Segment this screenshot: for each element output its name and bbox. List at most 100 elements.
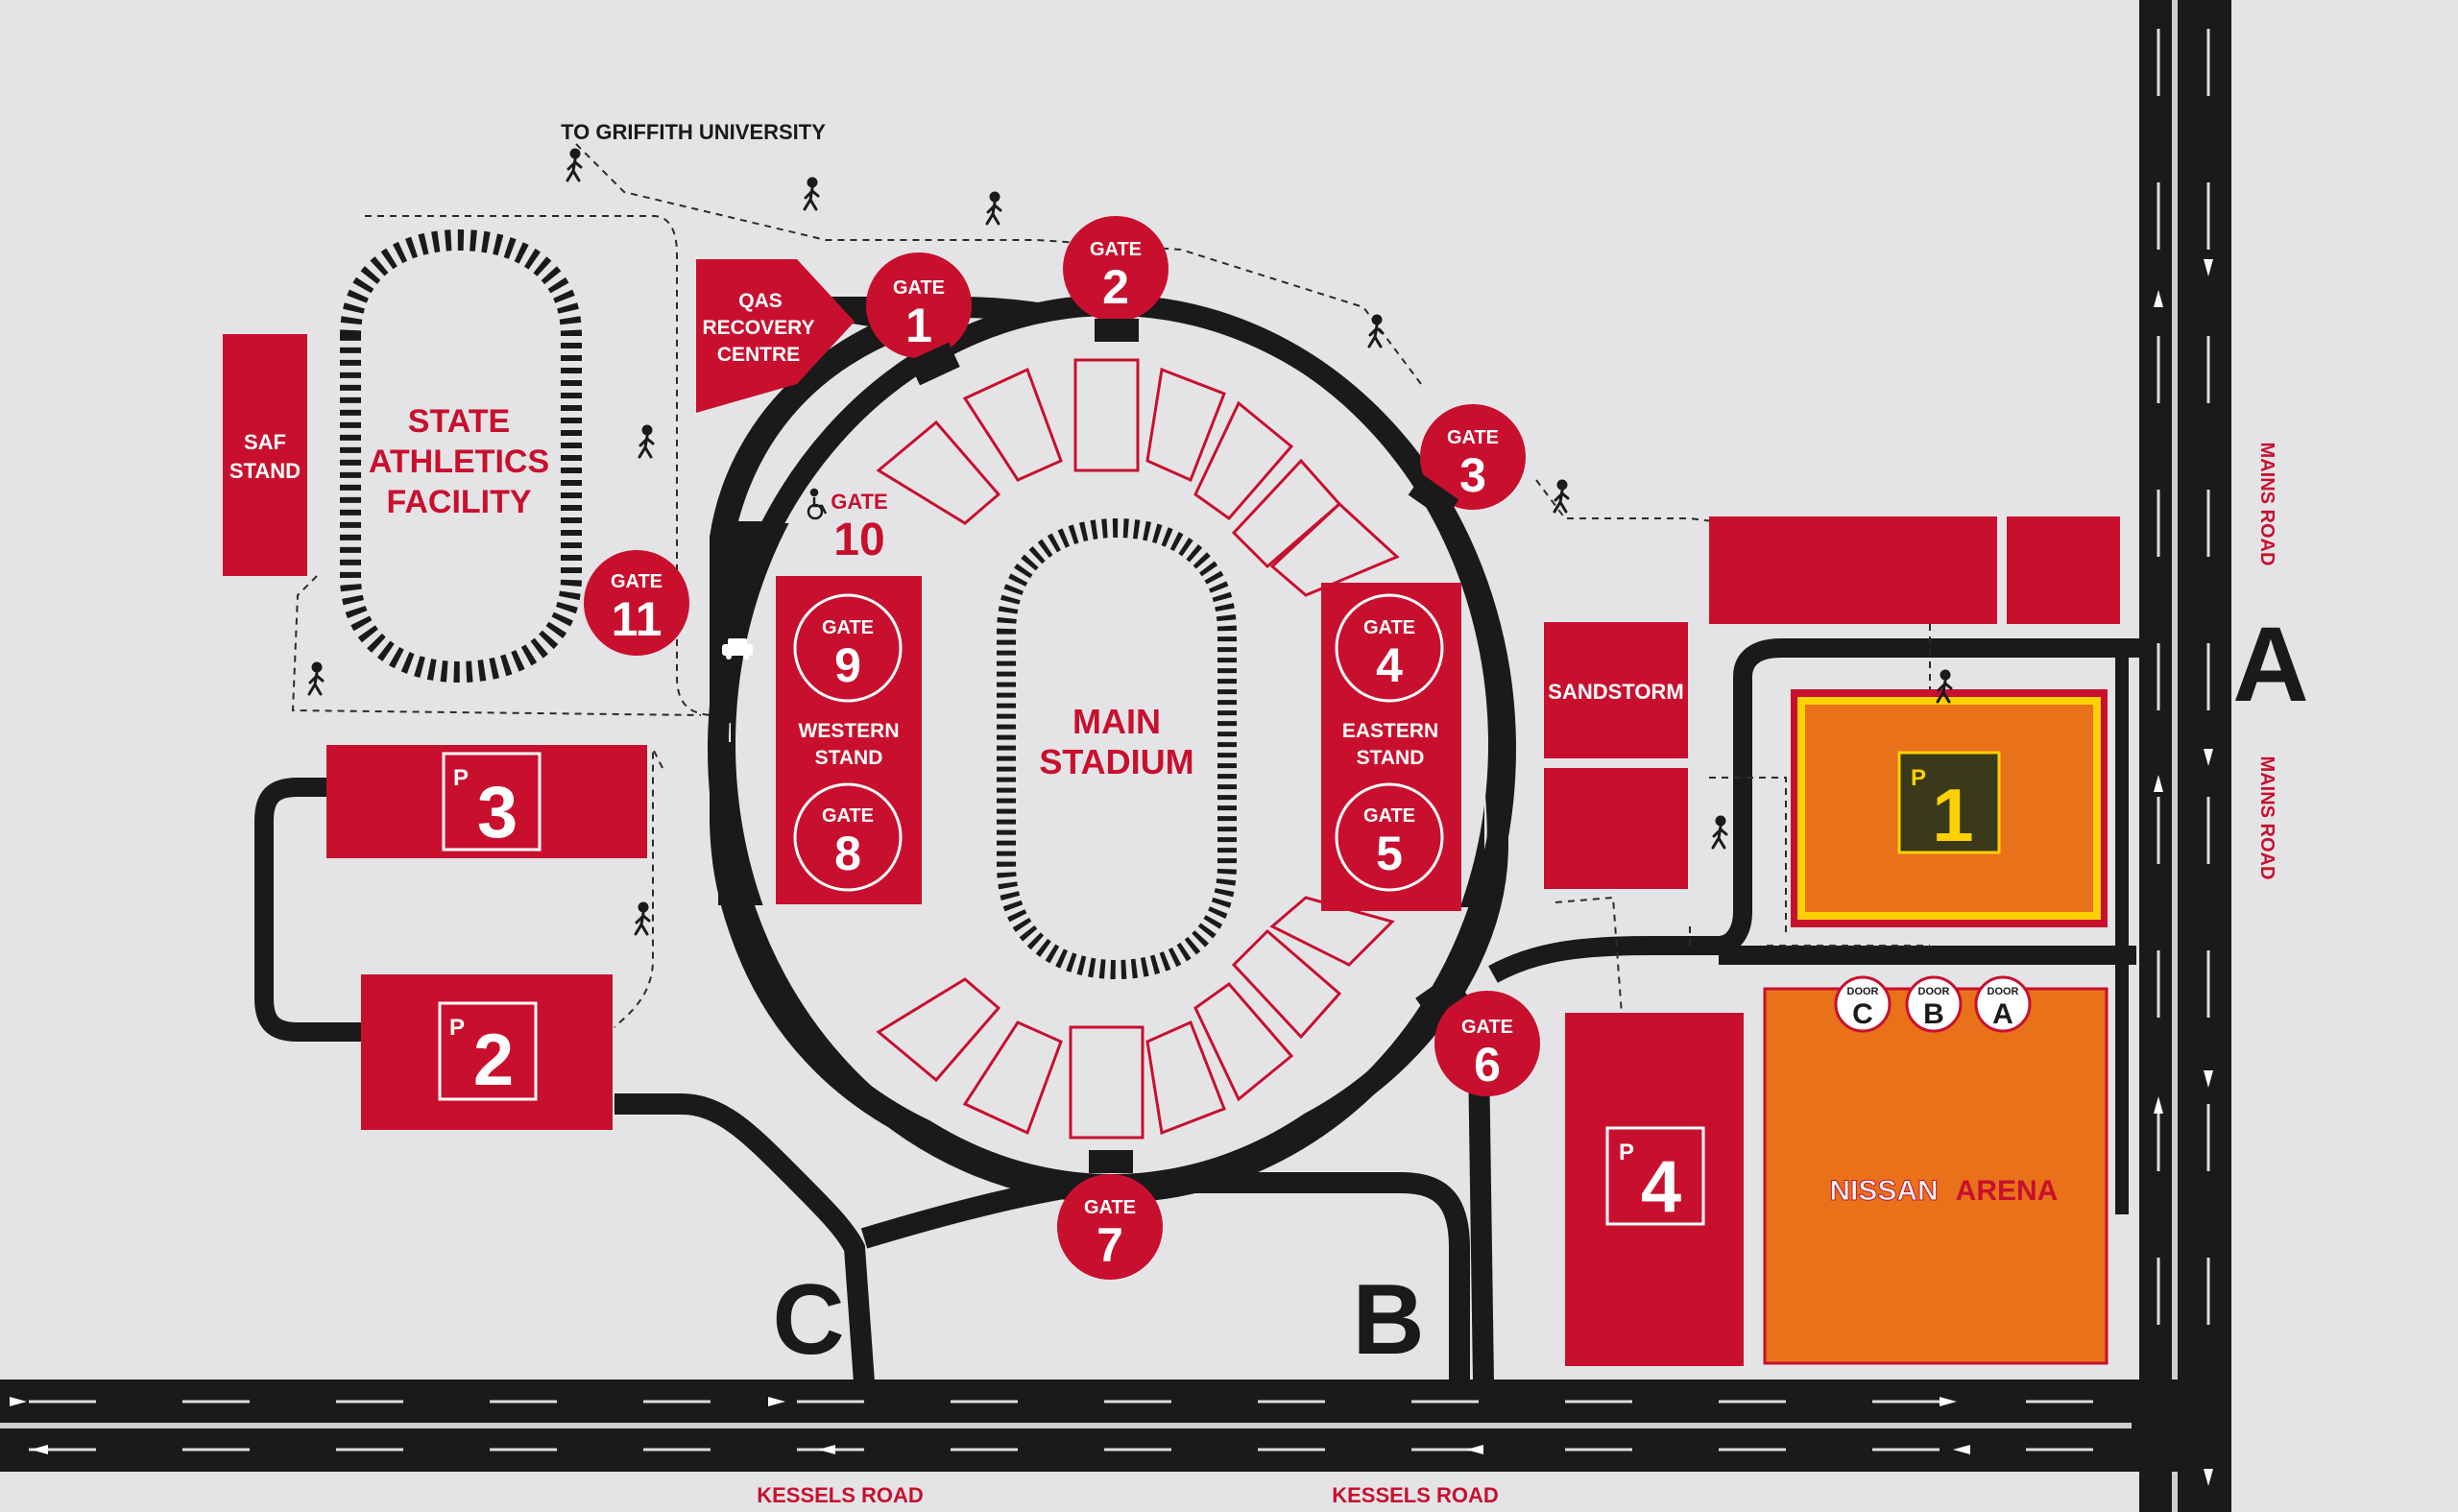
pedestrian-icon [1553, 479, 1570, 514]
gate-11-word: GATE [611, 571, 663, 592]
mains-road [2139, 0, 2231, 1512]
direction-arrow-icon [2204, 749, 2213, 766]
door-b-marker [1905, 975, 1963, 1033]
red-building-2 [2007, 516, 2120, 624]
direction-arrow-icon [1940, 1397, 1957, 1406]
p4-number: 4 [1641, 1146, 1681, 1228]
stadium-top-sections [876, 358, 1400, 597]
gate-10-word: GATE [831, 490, 887, 514]
direction-arrow-icon [2204, 1469, 2213, 1486]
pedestrian-icon [803, 177, 820, 211]
gate-5-number: 5 [1376, 827, 1403, 880]
gate-8-word: GATE [822, 805, 874, 827]
qas-label-1: QAS [738, 290, 783, 312]
gate-3-number: 3 [1459, 448, 1486, 502]
p4-prefix: P [1619, 1140, 1634, 1165]
qas-recovery-centre: QAS RECOVERY CENTRE [696, 259, 855, 413]
direction-arrow-icons [10, 259, 2213, 1486]
state-athletics-track: STATE ATHLETICS FACILITY [340, 228, 582, 684]
stadium-bottom-sections [876, 896, 1395, 1140]
gate-1[interactable]: GATE 1 [866, 252, 972, 358]
direction-arrow-icon [1953, 1445, 1970, 1454]
direction-arrow-icon [2154, 1096, 2163, 1114]
taxi-icon [722, 638, 753, 660]
door-a-word: DOOR [1988, 986, 2019, 997]
kessels-road-label-1: KESSELS ROAD [757, 1483, 924, 1507]
kessels-road-label-2: KESSELS ROAD [1332, 1483, 1499, 1507]
gate-4-number: 4 [1376, 638, 1403, 692]
gate-7[interactable]: GATE 7 [1057, 1174, 1163, 1280]
door-c-word: DOOR [1847, 986, 1879, 997]
gate-10[interactable]: GATE 10 [831, 490, 887, 565]
gate-1-word: GATE [893, 277, 945, 299]
mains-road-divider [2172, 0, 2178, 1512]
gate-11-number: 11 [612, 592, 663, 646]
direction-arrow-icon [1466, 1445, 1483, 1454]
p2-number: 2 [473, 1020, 514, 1101]
pedestrian-icon [1936, 669, 1953, 704]
eastern-label-1: EASTERN [1342, 720, 1438, 742]
qas-label-3: CENTRE [717, 344, 800, 366]
gate-9-number: 9 [834, 638, 861, 692]
western-label-1: WESTERN [799, 720, 900, 742]
direction-arrow-icon [2154, 290, 2163, 307]
gate-2[interactable]: GATE 2 [1063, 216, 1169, 322]
mains-road-label-2: MAINS ROAD [2256, 756, 2277, 880]
athletics-label-3: FACILITY [386, 484, 531, 520]
door-a-marker [1974, 975, 2032, 1033]
left-loop-road [254, 778, 365, 1042]
pedestrian-icon [985, 191, 1002, 226]
main-stadium: MAIN STADIUM [735, 314, 1488, 1174]
saf-label-1: SAF [244, 430, 286, 454]
gate-9[interactable]: GATE 9 [793, 593, 903, 703]
road-b-label: B [1352, 1264, 1424, 1376]
main-stadium-label-1: MAIN [1072, 702, 1161, 741]
main-stadium-label-2: STADIUM [1039, 742, 1193, 781]
saf-stand: SAF STAND [223, 334, 307, 576]
gate-8-number: 8 [834, 827, 861, 880]
athletics-label-2: ATHLETICS [369, 444, 549, 480]
p1-prefix: P [1911, 765, 1926, 791]
pedestrian-icon [1367, 314, 1385, 348]
door-b-letter: B [1923, 998, 1944, 1030]
arena-access-road [1488, 638, 2139, 983]
gate-7-number: 7 [1096, 1218, 1123, 1272]
gate-4[interactable]: GATE 4 [1335, 593, 1444, 703]
direction-arrow-icon [2204, 1070, 2213, 1088]
nissan-arena: NISSAN ARENA [1763, 987, 2109, 1365]
road-c [614, 1093, 875, 1383]
gate-11[interactable]: GATE 11 [584, 550, 689, 656]
door-a-letter: A [1992, 998, 2013, 1030]
east-buildings [1544, 516, 2120, 889]
door-b-word: DOOR [1918, 986, 1950, 997]
gate-3-word: GATE [1447, 427, 1499, 448]
gate-6[interactable]: GATE 6 [1434, 991, 1540, 1096]
p3-number: 3 [477, 772, 518, 853]
wheelchair-icon [807, 488, 828, 520]
gate-10-number: 10 [833, 515, 884, 565]
athletics-label-1: STATE [408, 403, 510, 440]
gate-3[interactable]: GATE 3 [1420, 404, 1526, 510]
direction-arrow-icon [818, 1445, 835, 1454]
stadium-gates: GATE 1 GATE 2 GATE 3 GATE 4 GATE 5 [584, 216, 1540, 1280]
gate-2-number: 2 [1102, 260, 1129, 314]
kessels-road-divider [0, 1423, 2132, 1428]
gate-8[interactable]: GATE 8 [793, 782, 903, 892]
direction-arrow-icon [2204, 259, 2213, 276]
parking-p2: P 2 [361, 974, 613, 1130]
parking-p3: P 3 [326, 745, 647, 858]
road-a-label: A [2232, 606, 2308, 724]
gate-1-number: 1 [905, 299, 932, 352]
pedestrian-icon [1711, 815, 1728, 850]
red-building-3 [1544, 768, 1688, 889]
pedestrian-icon [634, 901, 651, 936]
red-building-1 [1709, 516, 1997, 624]
direction-arrow-icon [10, 1397, 27, 1406]
road-c-label: C [772, 1264, 844, 1376]
pedestrian-icon [638, 424, 655, 459]
gate-4-word: GATE [1363, 617, 1415, 638]
pedestrian-icon [566, 148, 583, 182]
pedestrian-icon [307, 661, 325, 696]
gate-5[interactable]: GATE 5 [1335, 782, 1444, 892]
gate-2-word: GATE [1090, 239, 1142, 260]
